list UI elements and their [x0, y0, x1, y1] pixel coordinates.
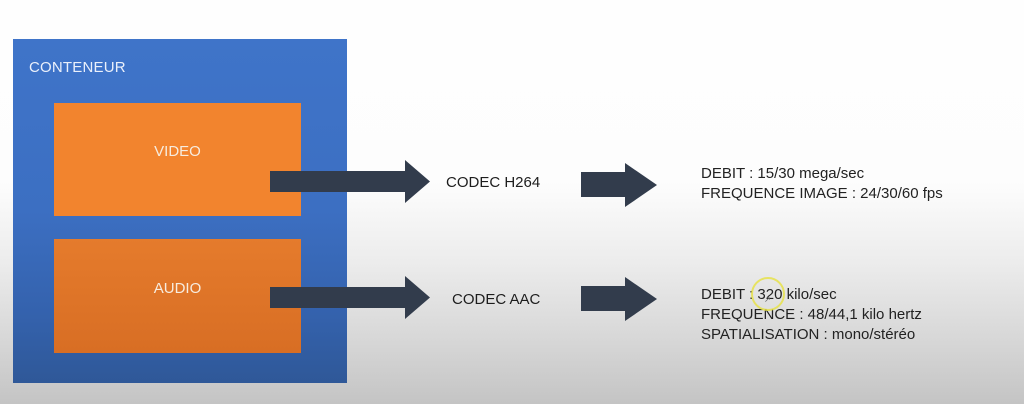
container-box: CONTENEUR VIDEO AUDIO — [13, 39, 347, 383]
audio-to-codec-arrow-icon — [270, 276, 430, 319]
pointer-highlight-icon — [751, 277, 785, 311]
video-to-codec-arrow-icon — [270, 160, 430, 203]
container-label: CONTENEUR — [29, 59, 126, 76]
video-stream-label: VIDEO — [154, 143, 201, 160]
video-stream-box: VIDEO — [54, 103, 301, 216]
audio-codec-to-specs-arrow-icon — [581, 277, 657, 321]
audio-stream-label: AUDIO — [153, 279, 202, 297]
video-codec-label: CODEC H264 — [446, 174, 541, 191]
video-codec-to-specs-arrow-icon — [581, 163, 657, 207]
cursor-icon: ↗ — [764, 295, 771, 304]
video-specs: DEBIT : 15/30 mega/sec FREQUENCE IMAGE :… — [701, 164, 943, 204]
audio-spec-frequency: FREQUENCE : 48/44,1 kilo hertz — [701, 306, 922, 323]
video-spec-framerate: FREQUENCE IMAGE : 24/30/60 fps — [701, 185, 943, 202]
audio-spec-bitrate: DEBIT : 320 kilo/sec — [701, 286, 837, 303]
audio-spec-spatialisation: SPATIALISATION : mono/stéréo — [701, 326, 916, 343]
audio-specs: DEBIT : 320 kilo/sec FREQUENCE : 48/44,1… — [701, 285, 922, 345]
audio-stream-box: AUDIO — [54, 239, 301, 353]
video-spec-bitrate: DEBIT : 15/30 mega/sec — [701, 165, 865, 182]
audio-codec-label: CODEC AAC — [452, 291, 541, 308]
